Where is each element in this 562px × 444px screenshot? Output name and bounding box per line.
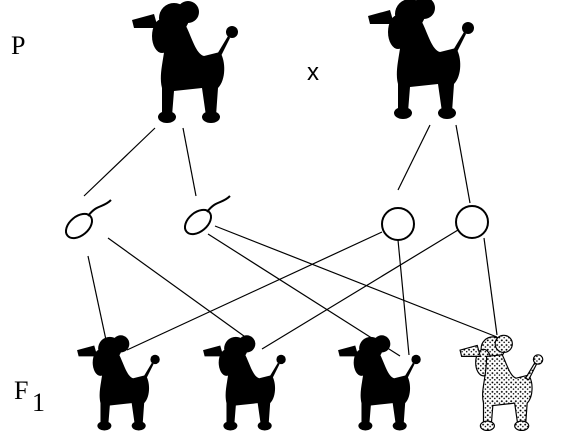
line-parent-left-to-sperm-2 <box>182 127 197 197</box>
line-parent-right-to-egg-2 <box>455 124 471 204</box>
line-egg-1-to-offspring-3 <box>397 239 410 356</box>
gamete-egg-1 <box>381 207 415 241</box>
line-sperm-2-to-offspring-3 <box>207 233 401 357</box>
line-egg-1-to-offspring-1 <box>126 231 383 351</box>
offspring-generation-index: 1 <box>32 388 45 417</box>
offspring-poodle-1 <box>77 335 160 431</box>
gamete-sperm-1 <box>60 199 112 244</box>
line-parent-right-to-egg-1 <box>397 124 431 191</box>
line-egg-2-to-offspring-2 <box>261 229 459 350</box>
gamete-offspring-lines <box>87 225 498 357</box>
parent-poodle-left <box>132 1 238 123</box>
gamete-egg-2 <box>455 205 489 239</box>
offspring-generation-label: F <box>14 376 28 405</box>
gamete-sperm-2 <box>179 195 231 240</box>
line-sperm-1-to-offspring-2 <box>107 237 256 345</box>
parent-gamete-lines <box>83 124 471 204</box>
parent-poodle-right <box>368 0 474 119</box>
offspring-poodle-2 <box>203 335 286 431</box>
line-sperm-2-to-offspring-4 <box>214 225 498 338</box>
line-parent-left-to-sperm-1 <box>83 127 156 197</box>
parent-generation-label: P <box>11 31 25 60</box>
cross-symbol: x <box>307 59 319 86</box>
offspring-poodle-4 <box>459 334 544 432</box>
line-sperm-1-to-offspring-1 <box>87 255 107 341</box>
line-egg-2-to-offspring-4 <box>483 237 498 336</box>
